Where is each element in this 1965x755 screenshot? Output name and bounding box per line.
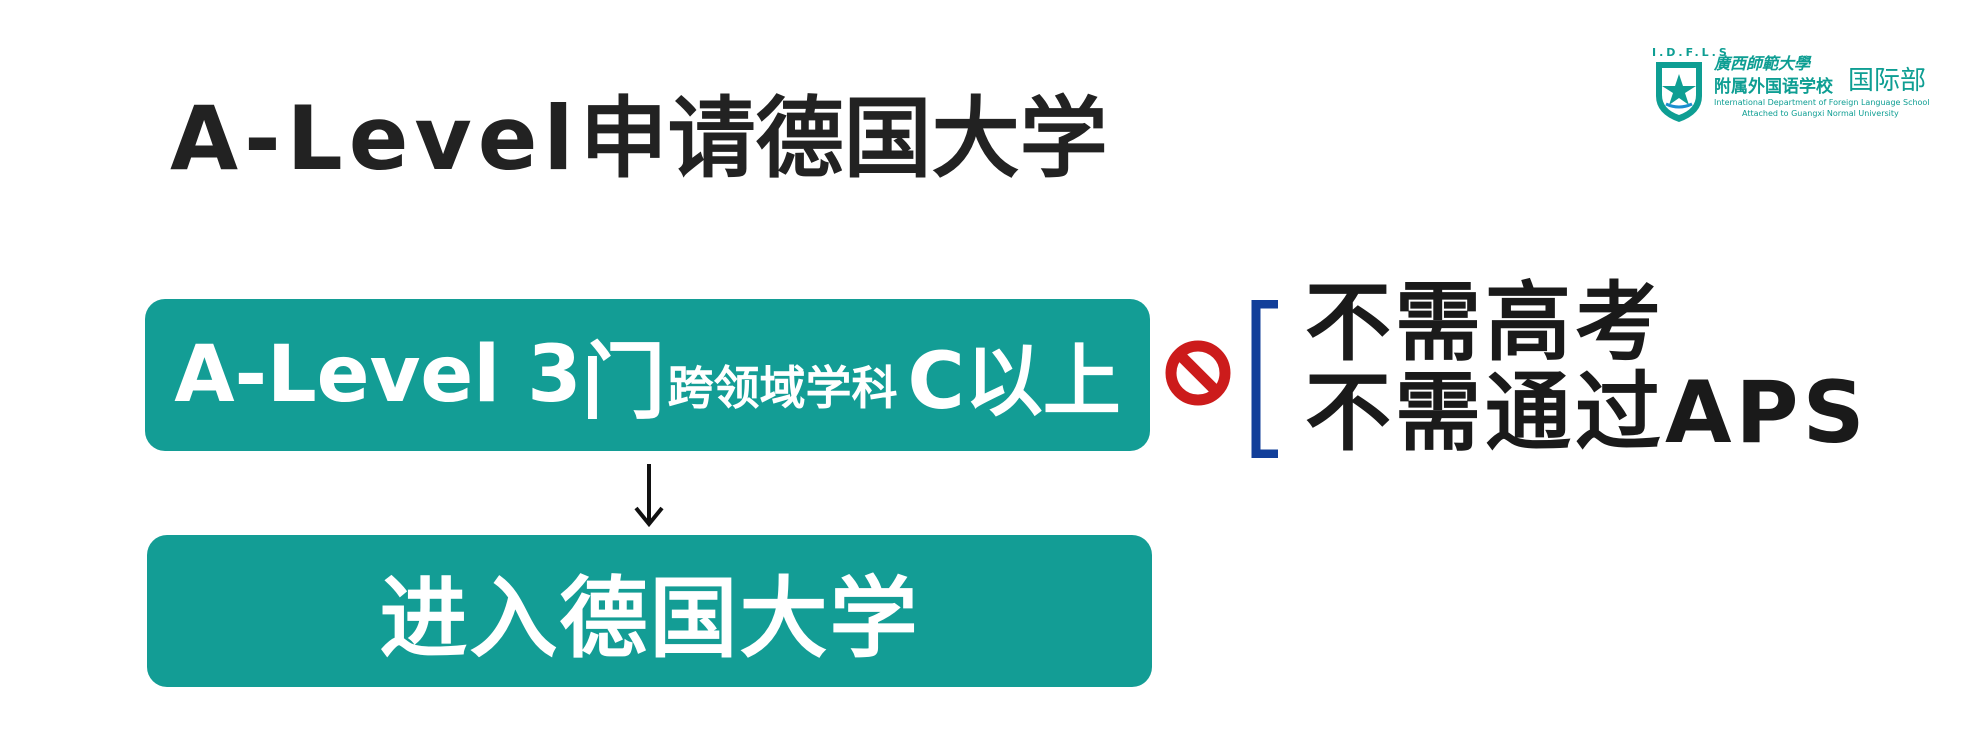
result-box: 进入德国大学 [147, 535, 1152, 687]
left-bracket-icon [1251, 300, 1278, 458]
logo-university: 廣西師範大學 [1714, 54, 1811, 73]
no-need-line2: 不需通过APS [1305, 363, 1869, 463]
logo-acronym: I.D.F.L.S [1652, 46, 1730, 59]
arrow-down-icon [634, 464, 664, 528]
requirement-part1: A-Level 3 [174, 330, 582, 420]
logo-department: 国际部 [1848, 66, 1927, 96]
no-need-line1: 不需高考 [1305, 273, 1665, 373]
logo-english-line1: International Department of Foreign Lang… [1714, 98, 1930, 107]
requirement-part2: 门 [581, 332, 666, 431]
logo-school: 附属外国语学校 [1714, 77, 1833, 97]
prohibited-icon [1165, 340, 1231, 406]
shield-star-icon [1656, 62, 1702, 122]
requirement-part3: 跨领域学科 [667, 361, 898, 415]
requirement-part4: C以上 [907, 337, 1121, 427]
logo-english-line2: Attached to Guangxi Normal University [1742, 109, 1899, 118]
result-text: 进入德国大学 [379, 566, 920, 670]
title-cjk: 申请德国大学 [579, 87, 1108, 190]
page-title: A-Level申请德国大学 [170, 95, 1108, 183]
school-logo: I.D.F.L.S 廣西師範大學 附属外国语学校 国际部 Internation… [1652, 46, 1942, 128]
title-latin: A-Level [170, 87, 580, 190]
